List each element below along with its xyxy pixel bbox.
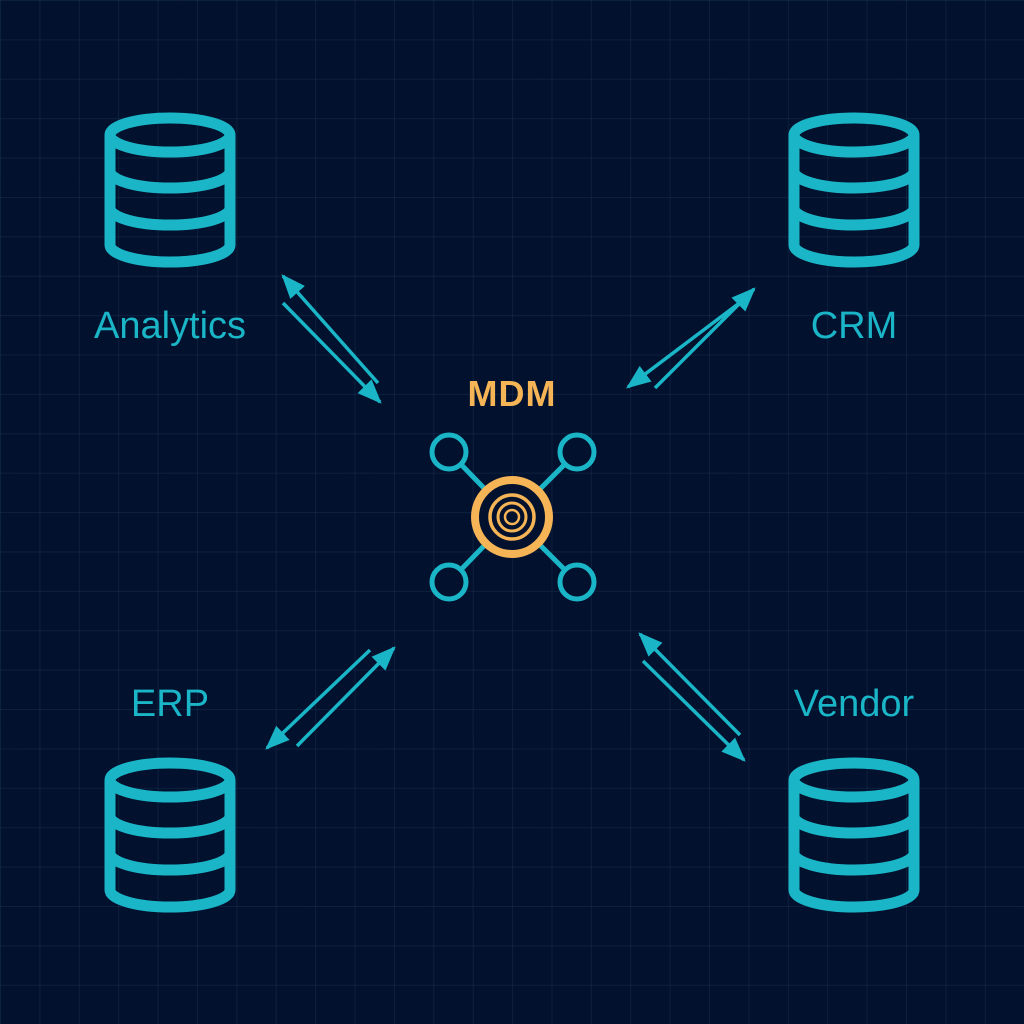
connection-analytics-hub	[281, 274, 382, 404]
hub-label: MDM	[467, 373, 557, 414]
network-hub-icon	[429, 432, 597, 602]
connection-crm-hub	[626, 287, 756, 390]
connection-erp-hub	[265, 646, 396, 750]
system-label-vendor: Vendor	[793, 683, 915, 725]
system-label-crm: CRM	[810, 305, 898, 347]
database-icon-erp	[110, 763, 230, 907]
system-label-analytics: Analytics	[93, 305, 247, 347]
database-icon-vendor	[794, 763, 914, 907]
database-icon-crm	[794, 118, 914, 262]
connection-vendor-hub	[638, 632, 746, 762]
system-label-erp: ERP	[130, 683, 210, 725]
database-icon-analytics	[110, 118, 230, 262]
